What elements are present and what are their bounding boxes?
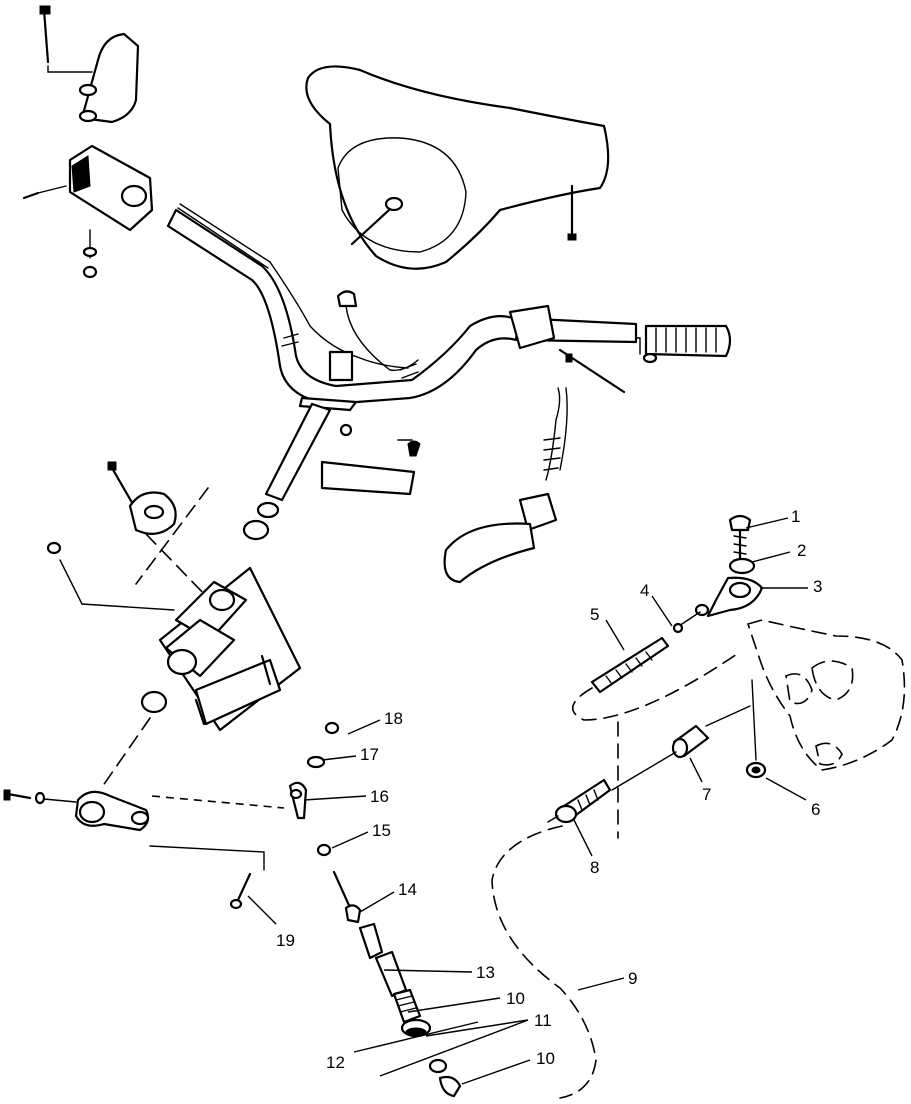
- callout-10-upper: 10: [506, 989, 525, 1008]
- callout-11: 11: [534, 1011, 552, 1030]
- callout-15: 15: [372, 821, 391, 840]
- clamp-nut: [82, 265, 98, 279]
- handlebar-pad: [305, 65, 610, 270]
- handlebar: [166, 203, 732, 406]
- callout-labels: 1 2 3 4 5 6 7 8 9 10 10 11 12 13 14 15 1…: [276, 507, 822, 1072]
- column-nut: [46, 541, 62, 555]
- callout-1: 1: [791, 507, 800, 526]
- steering-column-block: [46, 541, 302, 732]
- callout-16: 16: [370, 787, 389, 806]
- clamp-bolt-leader: [47, 65, 93, 73]
- callout-14: 14: [398, 880, 417, 899]
- throttle-housing: [508, 304, 556, 350]
- callout-12: 12: [326, 1053, 345, 1072]
- clamp-screw: [22, 191, 40, 200]
- callout-18: 18: [384, 709, 403, 728]
- kill-switch-cap: [336, 290, 358, 308]
- callout-8: 8: [590, 858, 599, 877]
- handlebar-grip: [644, 324, 732, 358]
- callout-2: 2: [797, 541, 806, 560]
- callout-7: 7: [702, 785, 711, 804]
- callout-5: 5: [590, 605, 599, 624]
- clamp-bolt: [42, 8, 50, 64]
- callout-17: 17: [360, 745, 379, 764]
- clamp-block: [68, 144, 154, 232]
- handlebar-clamp-assembly: [22, 5, 154, 279]
- callout-4: 4: [640, 581, 649, 600]
- clamp-bolt-head: [39, 5, 51, 15]
- throttle-linkage: [491, 514, 906, 1099]
- callout-10-lower: 10: [536, 1049, 555, 1068]
- callout-9: 9: [628, 969, 637, 988]
- grip-end-plug: [642, 352, 658, 364]
- handlebar-mount: [328, 350, 354, 382]
- callout-3: 3: [813, 577, 822, 596]
- column-bushing: [140, 690, 168, 714]
- callout-13: 13: [476, 963, 495, 982]
- post-support-bracket: [320, 460, 416, 496]
- upper-bearing-flange: [107, 461, 211, 601]
- steering-arm: [3, 717, 285, 910]
- tether-cord: [443, 387, 568, 584]
- steering-post: [242, 396, 421, 541]
- callout-6: 6: [811, 800, 820, 819]
- lower-cable-assembly: [288, 721, 462, 1098]
- clamp-washer: [82, 246, 98, 258]
- callout-leaders: [247, 517, 808, 1085]
- callout-19: 19: [276, 931, 295, 950]
- clamp-cap: [80, 32, 140, 124]
